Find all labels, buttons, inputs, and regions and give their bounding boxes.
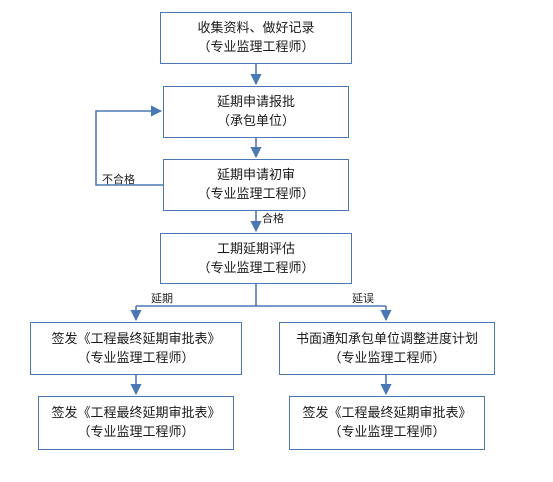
node-left-issue-approval: 签发《工程最终延期审批表》 （专业监理工程师） (30, 322, 242, 375)
node-left-final-approval-role: （专业监理工程师） (77, 425, 195, 440)
node-right-final-approval: 签发《工程最终延期审批表》 （专业监理工程师） (289, 396, 485, 450)
label-qualified: 合格 (262, 212, 284, 225)
node-duration-assessment: 工期延期评估 （专业监理工程师） (160, 233, 352, 284)
label-extend: 延期 (151, 292, 173, 305)
node-preliminary-review-role: （专业监理工程师） (197, 187, 315, 202)
arrow-unqualified-loop (95, 105, 163, 186)
node-left-issue-approval-role: （专业监理工程师） (77, 350, 195, 366)
node-collect-records: 收集资料、做好记录 （专业监理工程师） (160, 12, 352, 64)
node-duration-assessment-title: 工期延期评估 (216, 241, 295, 257)
node-collect-records-role: （专业监理工程师） (197, 40, 315, 55)
node-extension-application-role: （承包单位） (216, 114, 295, 129)
node-duration-assessment-role: （专业监理工程师） (197, 260, 315, 276)
node-right-notify-contractor-role: （专业监理工程师） (328, 350, 446, 366)
node-left-final-approval-title: 签发《工程最终延期审批表》 (51, 406, 221, 421)
node-right-final-approval-role: （专业监理工程师） (328, 425, 446, 440)
node-left-issue-approval-title: 签发《工程最终延期审批表》 (51, 331, 221, 347)
label-delay: 延误 (352, 292, 374, 305)
node-right-notify-contractor: 书面通知承包单位调整进度计划 （专业监理工程师） (279, 322, 495, 375)
label-unqualified: 不合格 (102, 173, 135, 186)
node-preliminary-review: 延期申请初审 （专业监理工程师） (163, 159, 349, 211)
node-left-final-approval: 签发《工程最终延期审批表》 （专业监理工程师） (38, 396, 234, 450)
node-extension-application-title: 延期申请报批 (216, 95, 295, 110)
node-right-final-approval-title: 签发《工程最终延期审批表》 (302, 406, 472, 421)
node-extension-application: 延期申请报批 （承包单位） (163, 86, 349, 138)
node-preliminary-review-title: 延期申请初审 (216, 168, 295, 183)
node-collect-records-title: 收集资料、做好记录 (197, 21, 315, 36)
node-right-notify-contractor-title: 书面通知承包单位调整进度计划 (295, 331, 478, 347)
